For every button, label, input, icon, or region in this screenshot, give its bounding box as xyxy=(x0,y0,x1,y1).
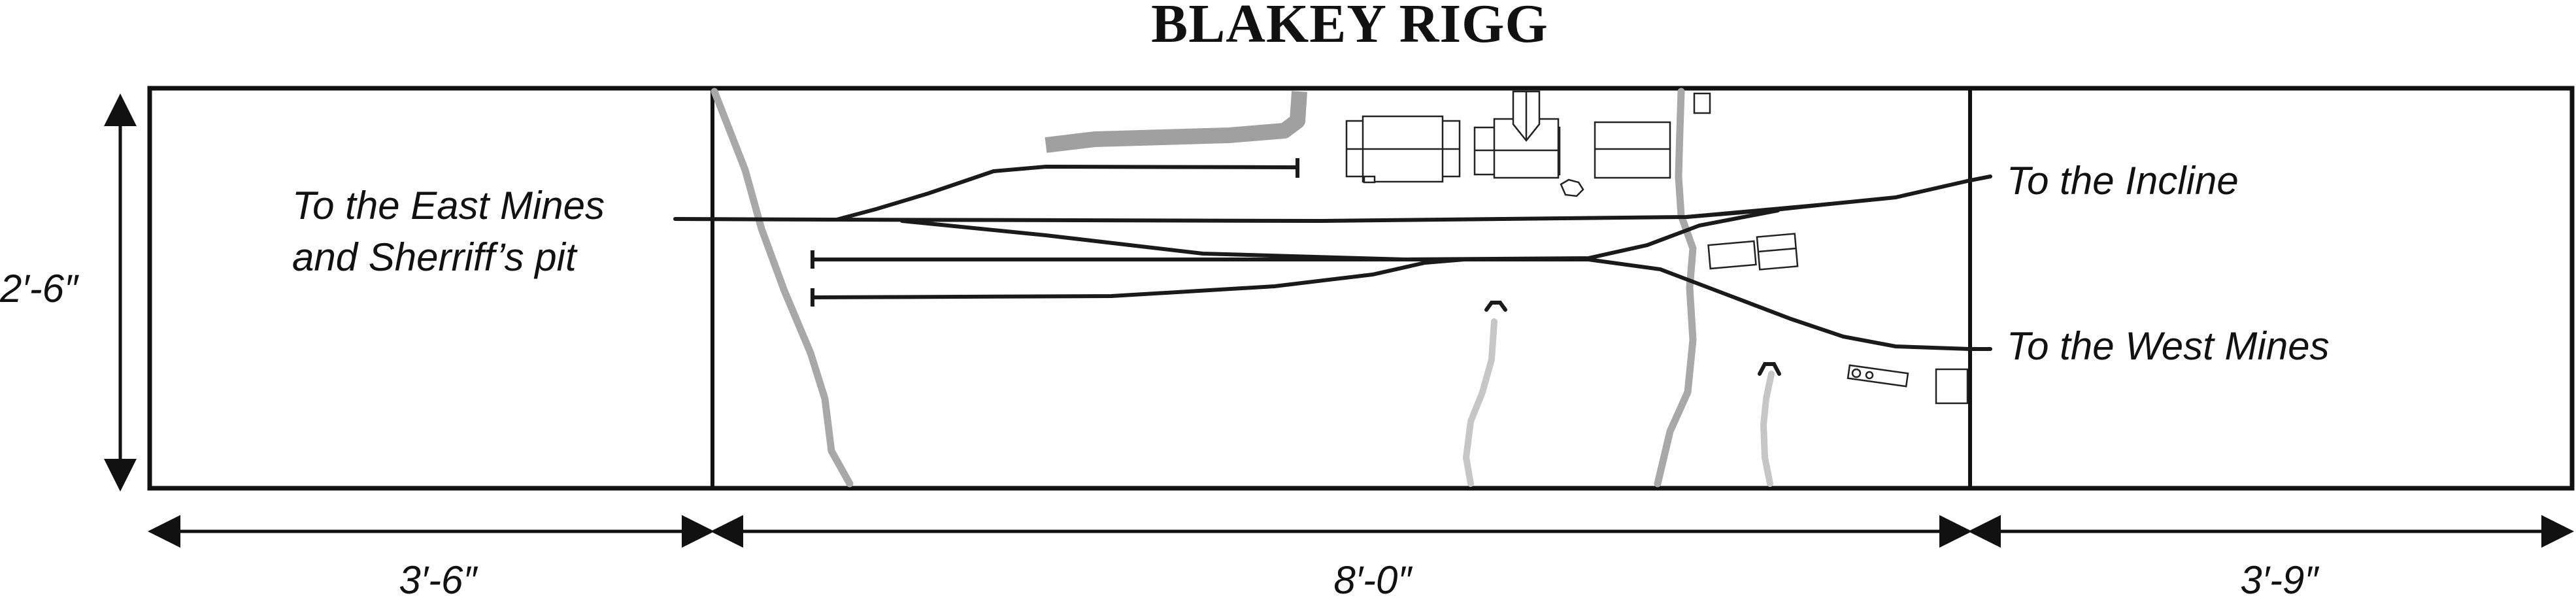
bridge-right xyxy=(1758,362,1781,376)
baseboard-outline xyxy=(147,86,2575,491)
loading-platform xyxy=(1847,364,1909,388)
building-group-center xyxy=(1473,90,1561,179)
height-dimension-label: 2′-6″ xyxy=(0,267,79,310)
left-section-dimension-label: 3′-6″ xyxy=(399,558,478,600)
stream-center xyxy=(1462,318,1497,487)
line-to-incline xyxy=(1684,175,1992,219)
middle-section-dimension-label: 8′-0″ xyxy=(1333,558,1413,600)
siding-north xyxy=(835,164,1299,222)
bridge-center xyxy=(1484,301,1507,312)
siding-one xyxy=(811,258,1992,351)
road-left xyxy=(711,88,854,488)
siding-two xyxy=(811,258,1466,299)
building-group-east xyxy=(1594,121,1671,179)
label-east-mines-line2: and Sherriff’s pit xyxy=(292,235,578,279)
building-group-west xyxy=(1345,115,1461,184)
road-right xyxy=(1654,88,1697,488)
building-group-southeast xyxy=(1707,233,1799,271)
right-section-dimension-label: 3′-9″ xyxy=(2240,558,2319,600)
diagram-title: BLAKEY RIGG xyxy=(1151,0,1548,54)
stream-right xyxy=(1760,371,1775,487)
hut-south xyxy=(1935,368,1969,405)
label-west-mines: To the West Mines xyxy=(2007,324,2330,368)
water-tank xyxy=(1560,178,1584,197)
road-top xyxy=(1045,91,1307,153)
label-incline: To the Incline xyxy=(2007,159,2239,203)
hut-north xyxy=(1693,92,1711,114)
label-east-mines-line1: To the East Mines xyxy=(292,184,605,227)
